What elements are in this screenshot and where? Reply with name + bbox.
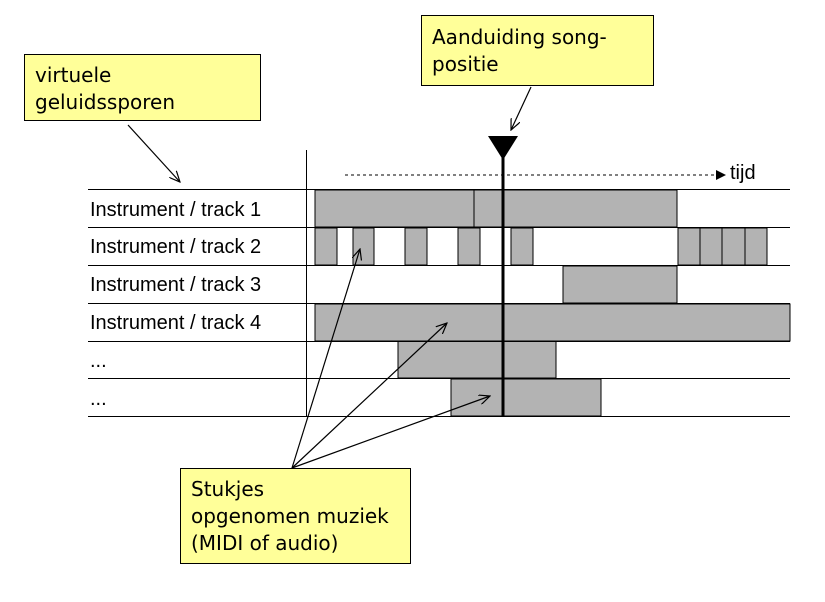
track-rows [88, 189, 790, 417]
time-label: tijd [730, 162, 756, 184]
clip [562, 265, 678, 304]
track-label-2: Instrument / track 2 [90, 236, 262, 258]
clips-note-line-3: (MIDI of audio) [191, 531, 339, 555]
song-position-marker [488, 136, 518, 416]
clip [510, 227, 534, 266]
tracks-note-line-2: geluidssporen [35, 90, 176, 114]
clip [699, 227, 723, 266]
clip [314, 189, 475, 228]
clip [744, 227, 768, 266]
clips-note: Stukjes opgenomen muziek (MIDI of audio) [180, 468, 411, 564]
track-label-5: ... [90, 350, 107, 372]
clip [314, 227, 338, 266]
callout-arrows [127, 86, 532, 469]
track-label-1: Instrument / track 1 [90, 199, 262, 221]
clip [473, 189, 678, 228]
arrow-position-note [511, 86, 532, 130]
arrow-clip-3 [291, 396, 490, 469]
track-label-4: Instrument / track 4 [90, 312, 262, 334]
track-label-6: ... [90, 388, 107, 410]
position-note: Aanduiding song- positie [421, 15, 654, 86]
clip [404, 227, 428, 266]
clip [677, 227, 701, 266]
clip [450, 378, 602, 417]
clip [721, 227, 746, 266]
clip [397, 340, 557, 379]
track-label-3: Instrument / track 3 [90, 274, 262, 296]
tracks-note: virtuele geluidssporen [24, 54, 261, 121]
clip [457, 227, 481, 266]
tracks-note-line-1: virtuele [35, 63, 112, 87]
clips [314, 189, 791, 417]
position-note-line-2: positie [432, 52, 499, 76]
arrow-clip-2 [291, 323, 447, 469]
clips-note-line-2: opgenomen muziek [191, 504, 389, 528]
position-note-line-1: Aanduiding song- [432, 25, 607, 49]
clips-note-line-1: Stukjes [191, 477, 265, 501]
arrow-clip-1 [291, 249, 360, 469]
arrow-tracks-note [127, 124, 180, 182]
clip [314, 303, 791, 342]
